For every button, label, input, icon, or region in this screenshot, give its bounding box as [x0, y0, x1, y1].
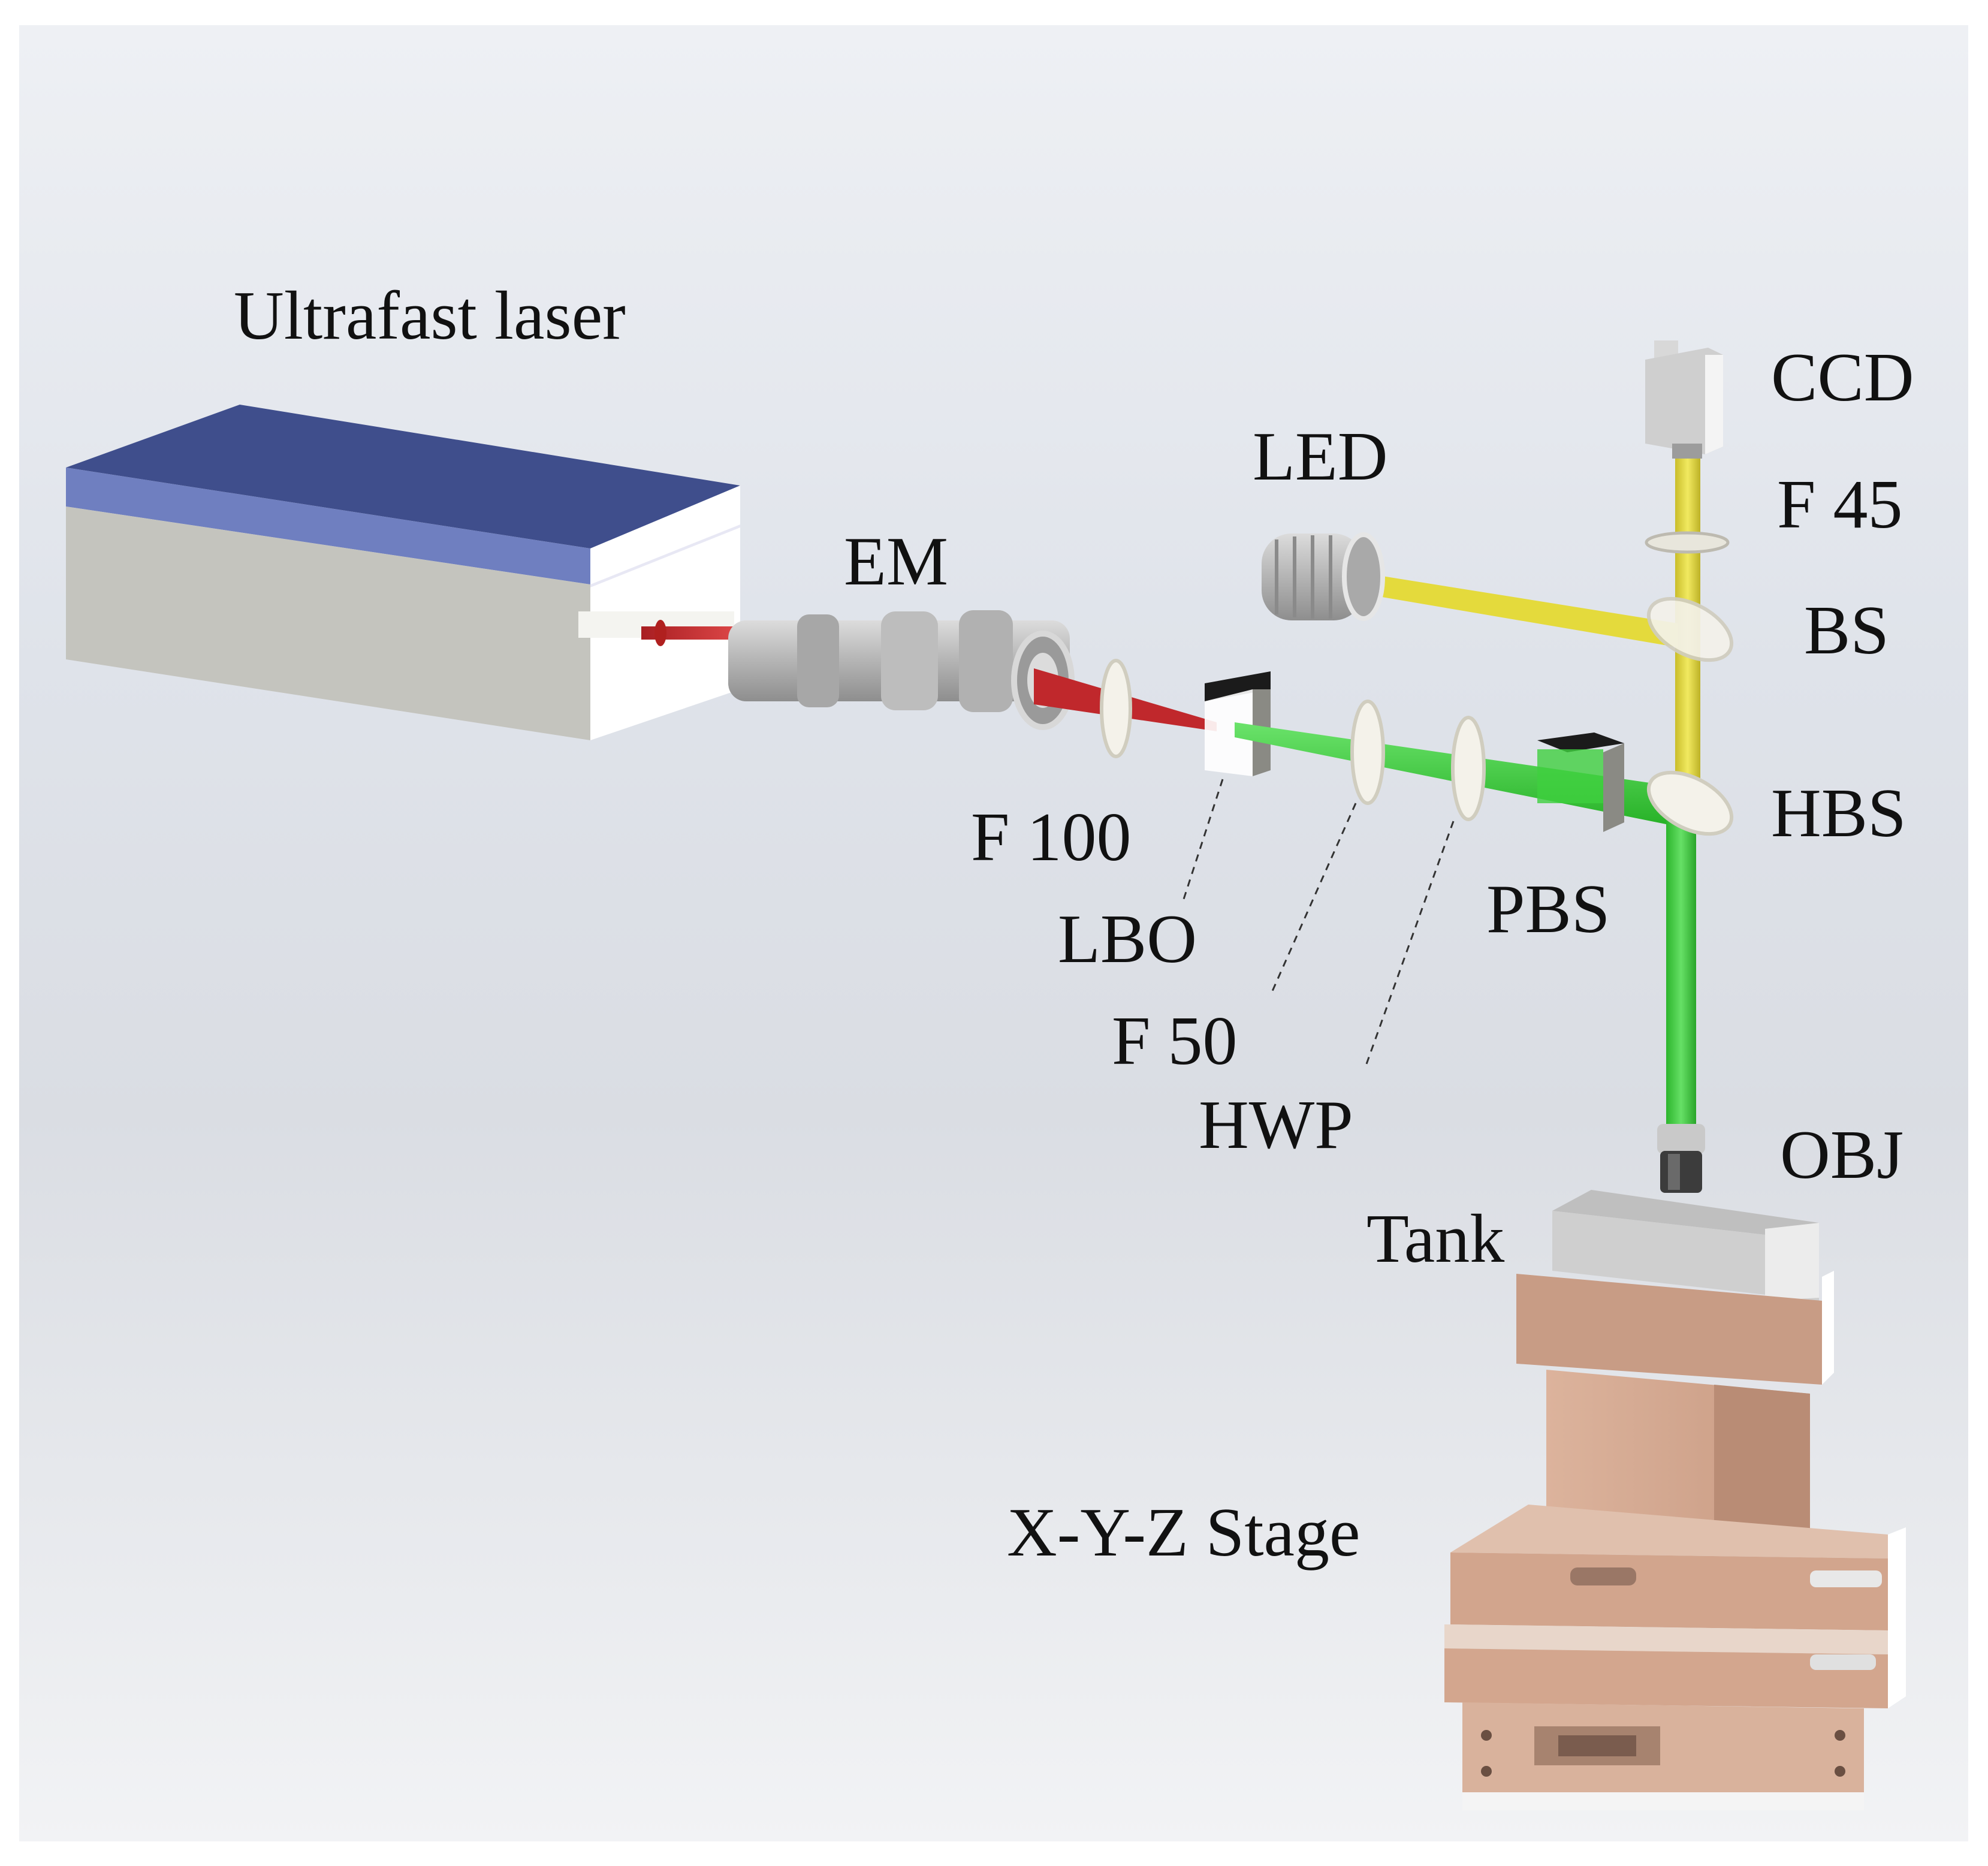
label-pbs: PBS [1486, 871, 1610, 948]
label-lbo: LBO [1058, 901, 1197, 978]
lbo-crystal [1205, 671, 1271, 776]
xyz-stage [1444, 1271, 1906, 1810]
label-xyz-stage: X-Y-Z Stage [1007, 1494, 1360, 1571]
beam-splitter [1646, 596, 1734, 662]
label-tank: Tank [1366, 1201, 1504, 1277]
f45-lens [1645, 531, 1730, 554]
harmonic-beam-splitter [1646, 770, 1734, 836]
green-beam-vertical [1666, 797, 1696, 1133]
label-obj: OBJ [1780, 1117, 1903, 1193]
beam-expander [728, 610, 1075, 730]
label-f45: F 45 [1777, 466, 1903, 543]
f100-lens [1100, 659, 1132, 758]
f50-lens [1350, 700, 1385, 805]
polarizing-beam-splitter [1537, 732, 1624, 832]
f50-leader [1269, 803, 1357, 996]
label-ultrafast-laser: Ultrafast laser [234, 278, 626, 354]
label-f100: F 100 [971, 799, 1132, 876]
objective-lens [1657, 1124, 1705, 1193]
ir-beam-input [641, 620, 743, 646]
label-em: EM [844, 523, 948, 600]
label-hbs: HBS [1771, 775, 1906, 852]
ccd-camera [1645, 340, 1723, 459]
label-hwp: HWP [1199, 1087, 1353, 1163]
led-source [1262, 532, 1385, 621]
label-led: LED [1253, 418, 1388, 495]
label-bs: BS [1804, 592, 1889, 669]
ultrafast-laser [66, 405, 740, 740]
leader-lines [1182, 779, 1455, 1065]
hwp-leader [1365, 821, 1455, 1065]
half-wave-plate [1451, 716, 1486, 821]
label-ccd: CCD [1771, 339, 1914, 416]
tank [1552, 1190, 1819, 1301]
label-f50: F 50 [1112, 1003, 1238, 1080]
